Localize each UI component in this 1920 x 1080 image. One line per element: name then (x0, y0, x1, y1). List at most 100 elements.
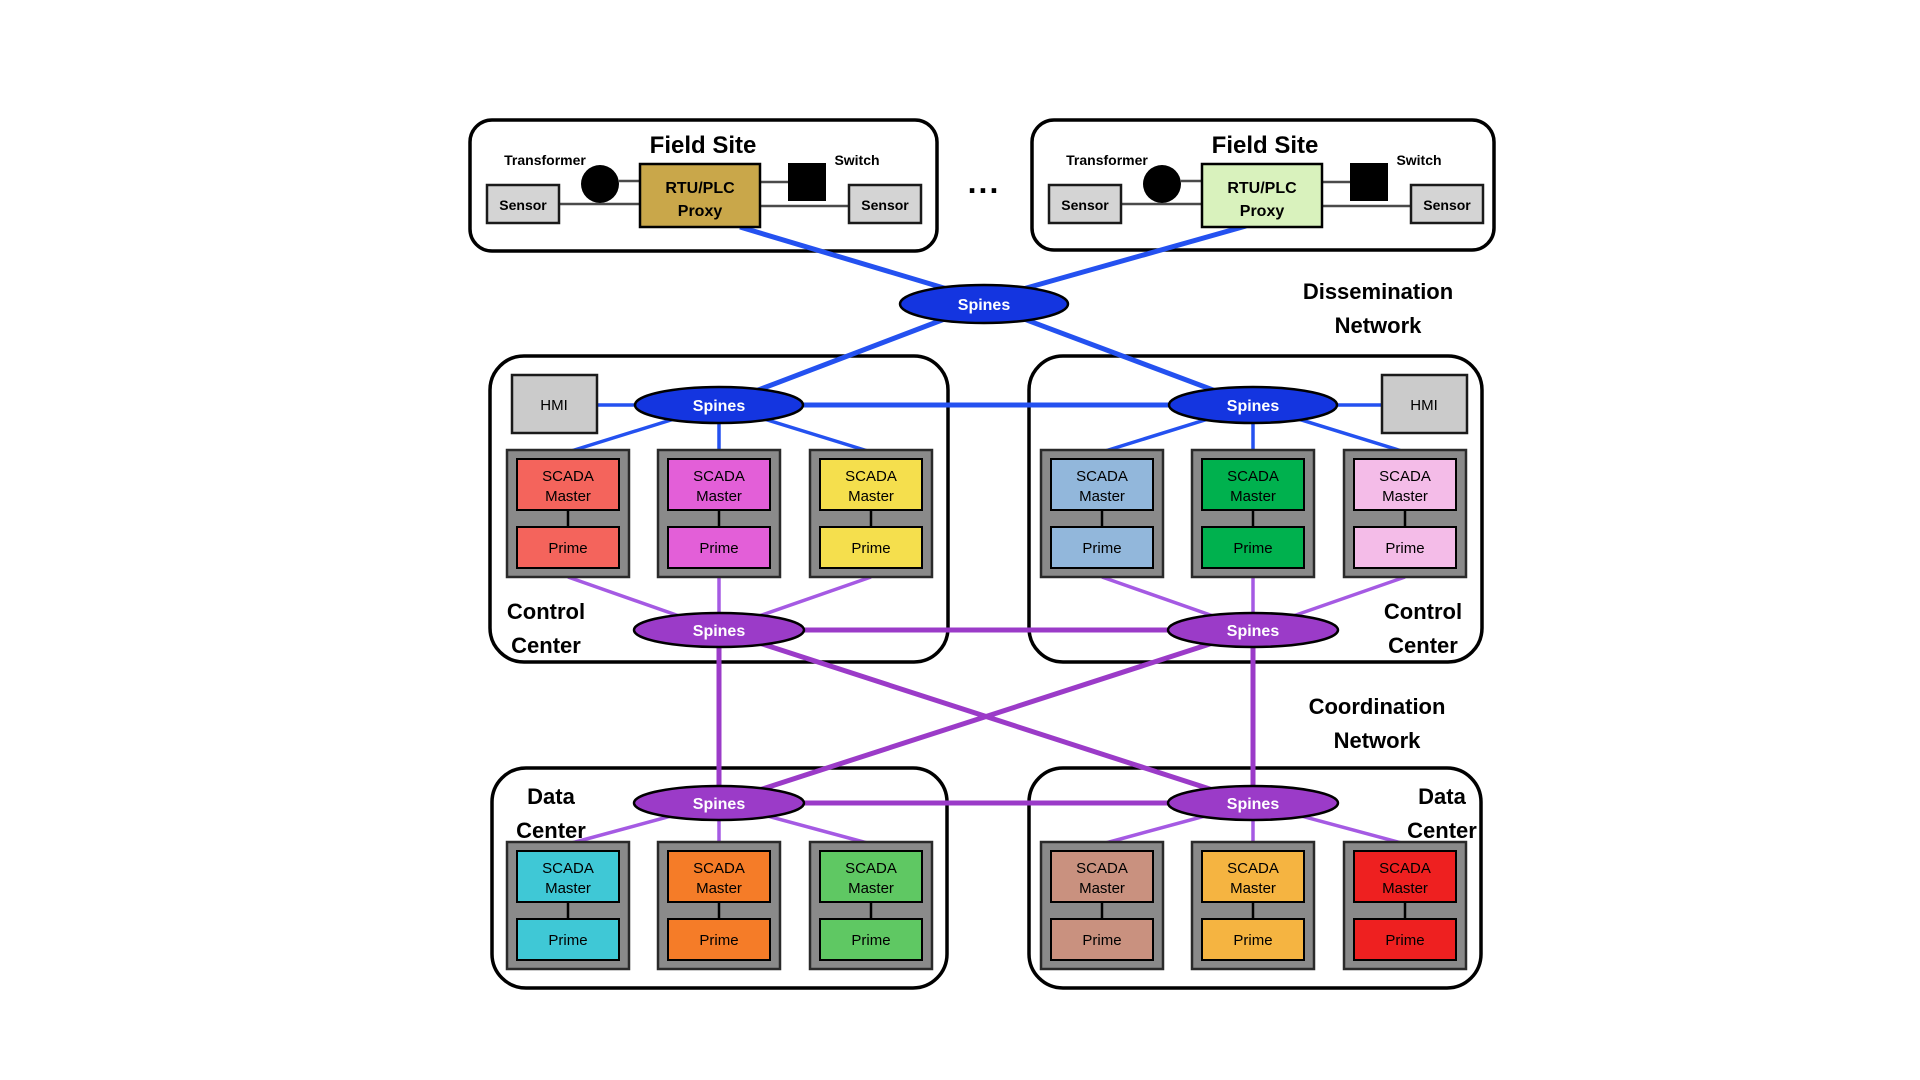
spines-label-dc2-purple: Spines (1227, 796, 1280, 813)
cc1-stack1-prime-label: Prime (548, 540, 587, 557)
dc1-stack2-master (667, 850, 771, 903)
link-purple-cc2-dc1 (718, 627, 1254, 806)
cc2-stack3-master-label-2: Master (1382, 488, 1428, 505)
dc2-stack2-master-label-2: Master (1230, 880, 1276, 897)
dc2-stack1-master-label-2: Master (1079, 880, 1125, 897)
dc2-stack2-prime-label: Prime (1233, 932, 1272, 949)
spines-ellipse-cc1-purple (632, 611, 806, 649)
field-site-2-title: Field Site (1212, 132, 1319, 159)
cc1-title-2: Center (511, 633, 581, 658)
field-site-1-sensor-left-label: Sensor (499, 197, 547, 213)
cc1-hmi (510, 373, 599, 435)
dc2-stack2-prime (1201, 918, 1305, 961)
cc1-stack2-prime-label: Prime (699, 540, 738, 557)
field-site-2-sensor-right-label: Sensor (1423, 197, 1471, 213)
dc2-stack3-master-label-1: SCADA (1379, 860, 1431, 877)
dc2-title-1: Data (1418, 784, 1466, 809)
cc1-stack2-prime (667, 526, 771, 569)
dc2-stack3-prime-label: Prime (1385, 932, 1424, 949)
dc1-stack2-prime (667, 918, 771, 961)
cc2-stack2-master (1201, 458, 1305, 511)
coordination-network-label-1: Coordination (1309, 694, 1446, 719)
cc1-stack3-master (819, 458, 923, 511)
dissemination-network-label-2: Network (1335, 313, 1423, 338)
field-site-1-rtu-label-1: RTU/PLC (665, 180, 735, 197)
spines-ellipse-dc1-purple (632, 784, 806, 822)
field-site-1-rtu-label-2: Proxy (678, 203, 723, 220)
dc1-stack1-master-label-2: Master (545, 880, 591, 897)
cc2-title-2: Center (1388, 633, 1458, 658)
dc2-stack3-prime (1353, 918, 1457, 961)
field-site-2-sensor-left-label: Sensor (1061, 197, 1109, 213)
cc2-stack2-prime (1201, 526, 1305, 569)
cc1-stack2-master-label-2: Master (696, 488, 742, 505)
cc1-stack3-prime (819, 526, 923, 569)
cc2-stack3-prime-label: Prime (1385, 540, 1424, 557)
spines-ellipse-cc2-blue (1167, 385, 1339, 425)
spines-ellipse-cc2-purple (1166, 611, 1340, 649)
dc2-stack1-prime (1050, 918, 1154, 961)
dc2-stack1-master (1050, 850, 1154, 903)
field-site-1-title: Field Site (650, 132, 757, 159)
cc1-stack2-master-label-1: SCADA (693, 468, 745, 485)
cc1-stack1-master (516, 458, 620, 511)
cc2-stack3-master-label-1: SCADA (1379, 468, 1431, 485)
cc2-stack1-master-label-2: Master (1079, 488, 1125, 505)
spines-ellipse-cc1-blue (633, 385, 805, 425)
spines-ellipse-dc2-purple (1166, 784, 1340, 822)
dc2-stack1-prime-label: Prime (1082, 932, 1121, 949)
transformer-icon (1143, 165, 1181, 203)
field-site-2-sensor-right (1409, 183, 1485, 225)
dc1-stack2-prime-label: Prime (699, 932, 738, 949)
dc2-stack2-master (1201, 850, 1305, 903)
dc1-stack2-master-label-2: Master (696, 880, 742, 897)
cc1-stack1-prime (516, 526, 620, 569)
spines-label-cc2-purple: Spines (1227, 623, 1280, 640)
dc1-stack1-prime (516, 918, 620, 961)
cc2-stack3-prime (1353, 526, 1457, 569)
field-site-2-sensor-left (1047, 183, 1123, 225)
field-site-2-transformer-label: Transformer (1066, 152, 1148, 168)
cc1-stack3-prime-label: Prime (851, 540, 890, 557)
cc2-stack1-prime (1050, 526, 1154, 569)
spines-ellipse-core (898, 283, 1070, 325)
spines-label-cc1-blue: Spines (693, 398, 746, 415)
field-site-1-sensor-right-label: Sensor (861, 197, 909, 213)
dc1-title-1: Data (527, 784, 575, 809)
cc2-title-1: Control (1384, 599, 1462, 624)
dc2-stack3-master-label-2: Master (1382, 880, 1428, 897)
cc1-stack2-master (667, 458, 771, 511)
dc2-stack2-master-label-1: SCADA (1227, 860, 1279, 877)
cc2-stack1-master-label-1: SCADA (1076, 468, 1128, 485)
cc2-hmi (1380, 373, 1469, 435)
cc1-hmi-label: HMI (540, 397, 568, 414)
field-site-1-rtu-plc-proxy (638, 162, 762, 229)
cc1-title-1: Control (507, 599, 585, 624)
transformer-icon (581, 165, 619, 203)
field-site-1-switch-label: Switch (834, 152, 879, 168)
dc1-stack3-master-label-1: SCADA (845, 860, 897, 877)
field-site-2-rtu-label-2: Proxy (1240, 203, 1285, 220)
dc1-stack1-prime-label: Prime (548, 932, 587, 949)
field-site-2-switch-label: Switch (1396, 152, 1441, 168)
coordination-network-label-2: Network (1334, 728, 1422, 753)
cc2-stack3-master (1353, 458, 1457, 511)
dc1-stack1-master-label-1: SCADA (542, 860, 594, 877)
cc2-stack2-master-label-1: SCADA (1227, 468, 1279, 485)
dc1-stack3-master (819, 850, 923, 903)
dc1-stack3-prime-label: Prime (851, 932, 890, 949)
cc2-stack2-prime-label: Prime (1233, 540, 1272, 557)
cc2-stack1-prime-label: Prime (1082, 540, 1121, 557)
field-site-2-rtu-plc-proxy (1200, 162, 1324, 229)
cc1-stack1-master-label-1: SCADA (542, 468, 594, 485)
field-site-2-rtu-label-1: RTU/PLC (1227, 180, 1297, 197)
dc1-stack2-master-label-1: SCADA (693, 860, 745, 877)
field-site-1-sensor-right (847, 183, 923, 225)
spines-label-dc1-purple: Spines (693, 796, 746, 813)
cc1-stack3-master-label-1: SCADA (845, 468, 897, 485)
dc2-title-2: Center (1407, 818, 1477, 843)
switch-icon (1350, 163, 1388, 201)
dc1-stack3-prime (819, 918, 923, 961)
cc1-stack1-master-label-2: Master (545, 488, 591, 505)
